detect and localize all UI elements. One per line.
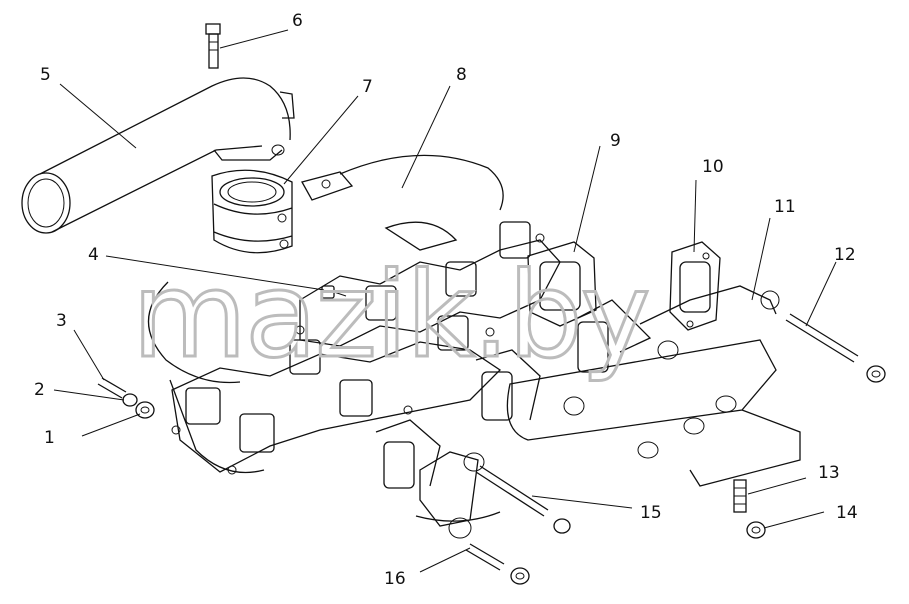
callout-labels: 1 2 3 4 5 6 7 8 9 10 11 12 13 14 15 16 xyxy=(34,11,858,589)
leader-5 xyxy=(59,83,137,149)
leader-lines xyxy=(53,29,837,573)
leader-10 xyxy=(693,179,697,253)
callout-14: 14 xyxy=(836,503,858,523)
callout-5: 5 xyxy=(40,65,51,85)
part-7-thermostat-housing xyxy=(211,169,354,254)
callout-11: 11 xyxy=(774,197,796,217)
leader-13 xyxy=(747,477,807,495)
part-1-nut xyxy=(135,401,155,419)
leader-12 xyxy=(805,261,837,327)
part-3-stud xyxy=(97,377,127,399)
part-5-outlet-pipe xyxy=(21,77,295,234)
part-13-stud xyxy=(733,479,747,513)
callout-6: 6 xyxy=(292,11,303,31)
part-10-gasket xyxy=(669,241,721,331)
callout-16: 16 xyxy=(384,569,406,589)
part-4-fitting xyxy=(321,285,347,299)
callout-12: 12 xyxy=(834,245,856,265)
part-15-stud xyxy=(475,465,571,534)
leader-3 xyxy=(73,329,105,381)
part-9-gasket xyxy=(527,241,597,327)
callout-9: 9 xyxy=(610,131,621,151)
part-8-manifold-body xyxy=(147,154,561,522)
leader-4 xyxy=(105,255,325,291)
callout-15: 15 xyxy=(640,503,662,523)
part-6-bolt xyxy=(205,23,221,69)
callout-13: 13 xyxy=(818,463,840,483)
leader-6 xyxy=(219,29,289,49)
leader-11 xyxy=(751,217,771,301)
leader-14 xyxy=(763,511,825,529)
callout-4: 4 xyxy=(88,245,99,265)
callout-2: 2 xyxy=(34,380,45,400)
leader-1 xyxy=(81,413,141,437)
callout-7: 7 xyxy=(362,77,373,97)
part-12-stud xyxy=(785,313,886,383)
leader-7 xyxy=(283,95,359,185)
leader-8 xyxy=(401,85,451,189)
leader-2 xyxy=(53,389,125,401)
callout-10: 10 xyxy=(702,157,724,177)
part-2-washer xyxy=(122,393,138,407)
callout-1: 1 xyxy=(44,428,55,448)
callout-8: 8 xyxy=(456,65,467,85)
watermark-text: mazik.by xyxy=(132,246,649,384)
leader-15 xyxy=(531,495,633,509)
part-16-stud xyxy=(465,543,530,585)
part-14-nut xyxy=(746,521,766,539)
leader-9 xyxy=(573,145,601,253)
callout-3: 3 xyxy=(56,311,67,331)
leader-16 xyxy=(419,547,471,573)
part-11-exhaust-manifold xyxy=(375,285,801,539)
